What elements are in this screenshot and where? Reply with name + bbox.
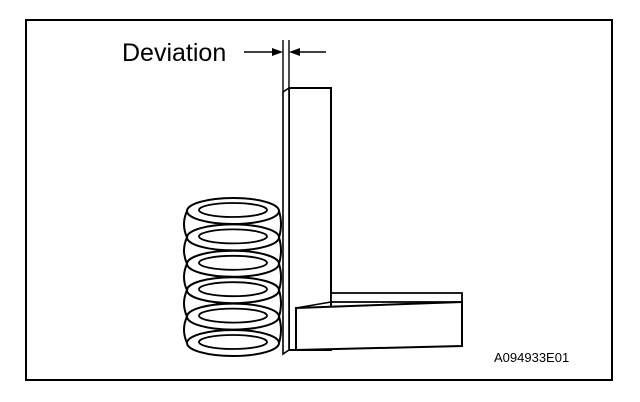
spring-coil-inner: [198, 202, 268, 218]
coil-spring: [183, 197, 282, 357]
spring-coil-inner: [198, 254, 268, 271]
deviation-arrow-right-head: [289, 48, 300, 56]
square-base-seam: [295, 301, 332, 309]
square-vertical-edge: [282, 86, 290, 356]
spring-coil-inner: [198, 228, 268, 245]
spring-coil-inner: [198, 281, 268, 298]
spring-side-left: [183, 210, 188, 344]
spring-side-right: [278, 210, 282, 344]
square-base-front: [295, 300, 463, 352]
deviation-label: Deviation: [122, 39, 226, 67]
deviation-arrow-left-head: [272, 48, 283, 56]
spring-coil-inner: [198, 307, 268, 324]
square-base-top: [330, 292, 463, 303]
spring-coil-inner: [198, 334, 268, 350]
figure-code: A094933E01: [494, 350, 569, 365]
